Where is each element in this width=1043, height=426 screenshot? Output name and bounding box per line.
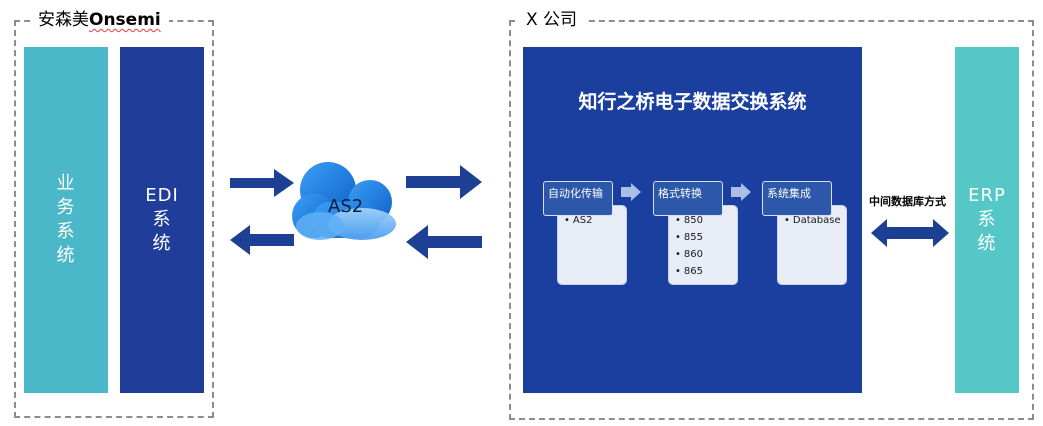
list-item: 860 [675, 246, 731, 263]
onsemi-title-brand: Onsemi [89, 10, 161, 30]
arrow-right-icon [230, 169, 294, 197]
business-system-char: 系 [56, 221, 76, 242]
platform-title: 知行之桥电子数据交换系统 [578, 91, 807, 113]
list-item: 855 [675, 229, 731, 246]
arrow-left-icon [230, 225, 294, 255]
stage-arrows [621, 183, 751, 201]
stage-integration-label: 系统集成 [762, 181, 832, 216]
as2-transfer-graphic [230, 162, 482, 259]
list-item: Database [784, 212, 841, 229]
stage-transfer-label: 自动化传输 [543, 181, 613, 216]
onsemi-group-title: 安森美Onsemi [30, 10, 169, 30]
stage-conversion-body: 850 855 860 865 [668, 205, 738, 285]
double-arrow-icon [871, 219, 949, 247]
edi-system-char: EDI [145, 185, 179, 206]
business-system-char: 务 [56, 197, 76, 218]
chevron-right-icon [621, 183, 641, 201]
list-item: 850 [675, 212, 731, 229]
list-item: AS2 [564, 212, 620, 229]
edi-system-char: 系 [152, 209, 172, 230]
cloud-icon [292, 162, 396, 240]
business-system-block: 业 务 系 统 [24, 47, 108, 393]
stage-transfer-body: AS2 [557, 205, 627, 285]
erp-system-block: ERP 系 统 [955, 47, 1019, 393]
business-system-char: 业 [56, 173, 76, 194]
arrow-left-icon [406, 225, 482, 259]
list-item: 865 [675, 263, 731, 280]
edi-system-block: EDI 系 统 [120, 47, 204, 393]
erp-system-char: 统 [977, 233, 997, 254]
erp-system-char: 系 [977, 209, 997, 230]
connector-label: 中间数据库方式 [869, 195, 946, 208]
stage-integration-body: Database [777, 205, 847, 285]
arrow-right-icon [406, 165, 482, 199]
stage-conversion-label: 格式转换 [653, 181, 723, 216]
onsemi-title-prefix: 安森美 [38, 10, 89, 30]
cloud-as2-label: AS2 [328, 196, 364, 217]
chevron-right-icon [731, 183, 751, 201]
x-company-group [509, 20, 1034, 420]
edi-system-char: 统 [152, 233, 172, 254]
erp-system-char: ERP [968, 185, 1006, 206]
x-company-group-title: X 公司 [518, 10, 586, 30]
business-system-char: 统 [56, 245, 76, 266]
